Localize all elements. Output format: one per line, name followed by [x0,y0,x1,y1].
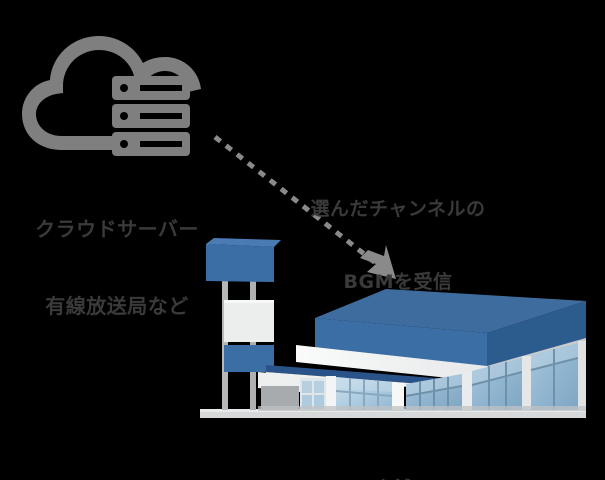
window-bay-3 [530,343,579,410]
signal-arrow [213,135,396,279]
sign-panel-top-face [206,238,281,247]
sign-panel-top [206,244,274,282]
sign-panel-bottom [224,345,274,372]
pillar-left [326,376,336,410]
store-building-icon [258,289,586,411]
window-bay-1 [405,374,463,410]
cloud-shape [22,36,201,150]
server-rack-top [112,76,190,100]
cloud-server-label-line2: 有線放送局など [45,293,189,318]
pillar-1 [462,372,472,410]
signal-annotation-line1: 選んだチャンネルの [310,197,486,220]
cloud-server-icon [22,36,201,156]
cornice-band-left [296,345,487,382]
roof-top [315,289,586,333]
window-bay-left [335,377,393,410]
server-rack-bottom [112,132,190,156]
pillar-corner [392,382,404,410]
sign-panel-middle [224,300,274,342]
signal-annotation-line2: BGMを受信 [343,270,453,293]
pillar-3 [578,341,586,410]
cloud-server-label-line1: クラウドサーバー [35,217,199,242]
sign-pole-right [250,278,256,410]
cloud-server-label: クラウドサーバー 有線放送局など [8,166,226,371]
entrance-windows [300,378,326,410]
building-base [258,406,586,411]
signal-annotation-label: 選んだチャンネルの BGMを受信 [278,148,518,343]
sign-pole-left [222,278,228,410]
pillar-2 [522,356,531,410]
signal-arrow-head [360,245,396,279]
store-label-text: 店舗 [333,477,453,480]
window-bay-2 [471,358,523,410]
server-rack-middle [112,104,190,128]
store-label: 店舗 [333,428,453,480]
pylon-sign-icon [206,238,281,410]
roof-front-right [487,301,586,368]
